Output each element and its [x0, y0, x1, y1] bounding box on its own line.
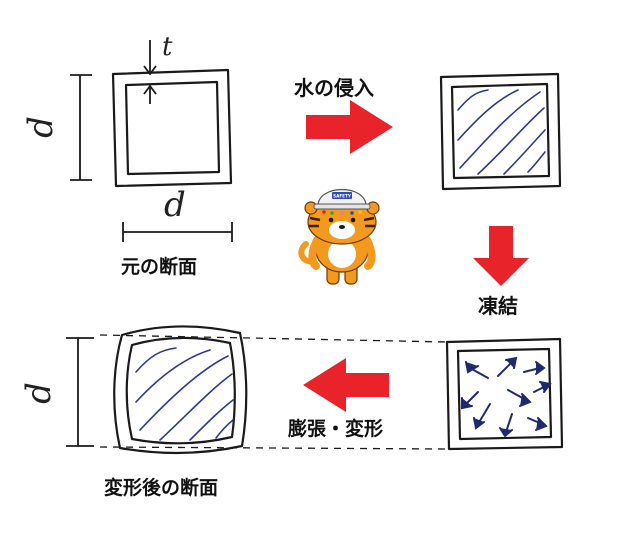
freezing-label: 凍結: [478, 294, 518, 318]
depth-dimension-line: [70, 74, 92, 181]
red-arrow-down: [473, 226, 529, 286]
frozen-tube: [445, 337, 564, 451]
helmet-text: SAFETY: [333, 194, 352, 199]
original-section-label: 元の断面: [121, 256, 198, 278]
tiger-mascot: SAFETY: [298, 188, 380, 285]
water-hatching: [457, 89, 546, 175]
deformed-tube: [113, 325, 248, 455]
original-section-tube: [111, 68, 233, 188]
deformed-section-label: 変形後の断面: [104, 477, 219, 499]
water-intrusion-label: 水の侵入: [294, 76, 374, 100]
expansion-deformation-label: 膨張・変形: [288, 418, 384, 440]
red-arrow-right-top: [306, 100, 393, 154]
reference-dashed-lines: [99, 334, 448, 450]
depth-label: d: [20, 116, 61, 138]
width-dimension-line: [122, 222, 233, 242]
thickness-arrows: [143, 40, 157, 104]
deformed-hatching: [135, 347, 234, 441]
red-arrow-left-bottom: [303, 358, 389, 412]
deformed-depth-dimension: [66, 337, 94, 447]
width-label: d: [164, 185, 186, 225]
deformed-depth-label: d: [18, 382, 59, 404]
ice-expansion-arrows: [461, 356, 552, 438]
water-filled-tube: [439, 72, 562, 191]
thickness-label: t: [162, 32, 173, 62]
